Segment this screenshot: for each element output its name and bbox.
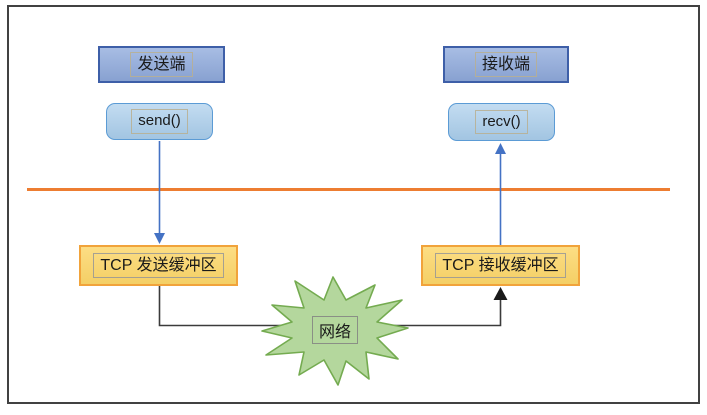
tcp-send-buffer-label: TCP 发送缓冲区 <box>93 252 224 279</box>
tcp-receive-buffer-box: TCP 接收缓冲区 <box>421 245 580 286</box>
sender-title-label: 发送端 <box>130 51 193 78</box>
diagram-frame <box>7 5 700 404</box>
send-call-box: send() <box>106 103 213 140</box>
arrow-up-black-icon <box>493 287 508 300</box>
network-label: 网络 <box>312 316 358 344</box>
receiver-title-label: 接收端 <box>474 51 537 78</box>
receiver-title-box: 接收端 <box>443 46 569 83</box>
recv-call-label: recv() <box>475 109 528 135</box>
recv-call-box: recv() <box>448 103 555 141</box>
sender-title-box: 发送端 <box>98 46 225 83</box>
tcp-receive-buffer-label: TCP 接收缓冲区 <box>435 252 566 279</box>
send-call-label: send() <box>131 109 188 134</box>
arrow-up-icon <box>495 143 506 154</box>
tcp-send-buffer-box: TCP 发送缓冲区 <box>79 245 238 286</box>
network-starburst-shape <box>261 276 409 386</box>
arrow-down-icon <box>154 233 165 244</box>
